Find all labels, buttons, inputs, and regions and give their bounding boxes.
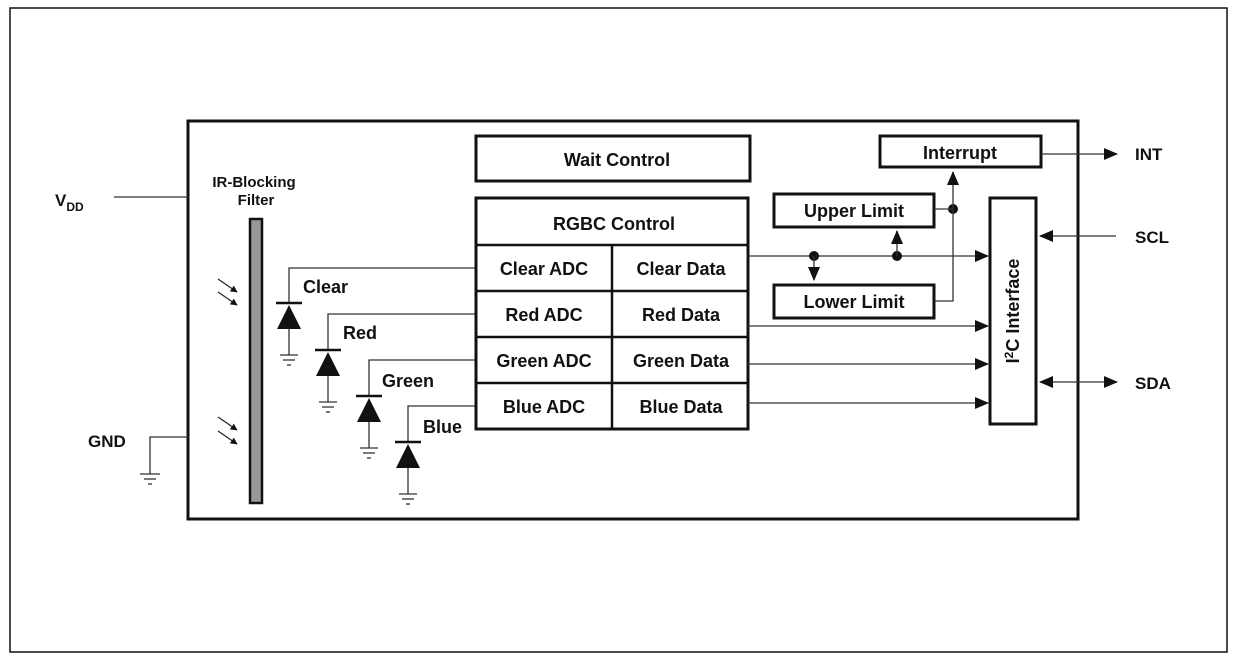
- photodiode-red: Red: [315, 313, 476, 413]
- green-data-cell: Green Data: [633, 351, 730, 371]
- diode-icon: [357, 398, 381, 422]
- svg-text:VDD: VDD: [55, 191, 84, 214]
- gnd-pin: GND: [88, 432, 188, 485]
- blue-diode-label: Blue: [423, 417, 462, 437]
- diode-icon: [396, 444, 420, 468]
- scl-pin: SCL: [1039, 228, 1169, 247]
- figure-frame: [9, 7, 1228, 653]
- wait-control-block: Wait Control: [474, 134, 752, 183]
- upper-limit-label: Upper Limit: [804, 201, 904, 221]
- red-diode-label: Red: [343, 323, 377, 343]
- int-pin: INT: [1041, 145, 1163, 164]
- i2c-label-suffix: C Interface: [1003, 259, 1023, 352]
- lower-limit-block: Lower Limit: [772, 283, 936, 320]
- photodiode-green: Green: [356, 359, 476, 459]
- wait-control-label: Wait Control: [564, 150, 670, 170]
- scl-label: SCL: [1135, 228, 1169, 247]
- clear-diode-label: Clear: [303, 277, 348, 297]
- i2c-label-prefix: I: [1003, 358, 1023, 363]
- svg-text:I2C Interface: I2C Interface: [1002, 259, 1023, 364]
- int-label: INT: [1135, 145, 1163, 164]
- vdd-pin: VDD: [55, 191, 188, 214]
- diode-icon: [277, 305, 301, 329]
- i2c-label-superscript: 2: [1002, 351, 1016, 358]
- filter-label-line1: IR-Blocking: [212, 174, 295, 191]
- limit-wiring: [808, 171, 959, 302]
- rgbc-control-label: RGBC Control: [553, 214, 675, 234]
- chip-outline: [186, 119, 1080, 521]
- red-adc-cell: Red ADC: [505, 305, 582, 325]
- ir-blocking-filter: IR-Blocking Filter: [212, 174, 296, 505]
- clear-adc-cell: Clear ADC: [500, 259, 588, 279]
- sda-label: SDA: [1135, 374, 1171, 393]
- diode-icon: [316, 352, 340, 376]
- clear-data-cell: Clear Data: [636, 259, 726, 279]
- i2c-interface-block: I2C Interface: [988, 196, 1038, 426]
- green-adc-cell: Green ADC: [496, 351, 591, 371]
- blue-data-cell: Blue Data: [639, 397, 723, 417]
- rgbc-control-block: RGBC Control Clear ADC Clear Data Red AD…: [474, 196, 750, 431]
- red-data-cell: Red Data: [642, 305, 721, 325]
- vdd-label: V: [55, 191, 67, 210]
- filter-label-line2: Filter: [238, 192, 275, 209]
- gnd-label: GND: [88, 432, 126, 451]
- green-diode-label: Green: [382, 371, 434, 391]
- upper-limit-block: Upper Limit: [772, 192, 936, 229]
- incident-light-icon: [217, 278, 238, 306]
- incident-light-icon: [217, 416, 238, 445]
- photodiode-clear: Clear: [276, 267, 476, 366]
- data-bus-wires: [748, 250, 989, 409]
- vdd-subscript: DD: [66, 200, 84, 214]
- interrupt-block: Interrupt: [878, 134, 1043, 169]
- photodiode-blue: Blue: [395, 405, 476, 505]
- blue-adc-cell: Blue ADC: [503, 397, 585, 417]
- sda-pin: SDA: [1039, 374, 1171, 393]
- lower-limit-label: Lower Limit: [803, 292, 904, 312]
- interrupt-label: Interrupt: [923, 143, 997, 163]
